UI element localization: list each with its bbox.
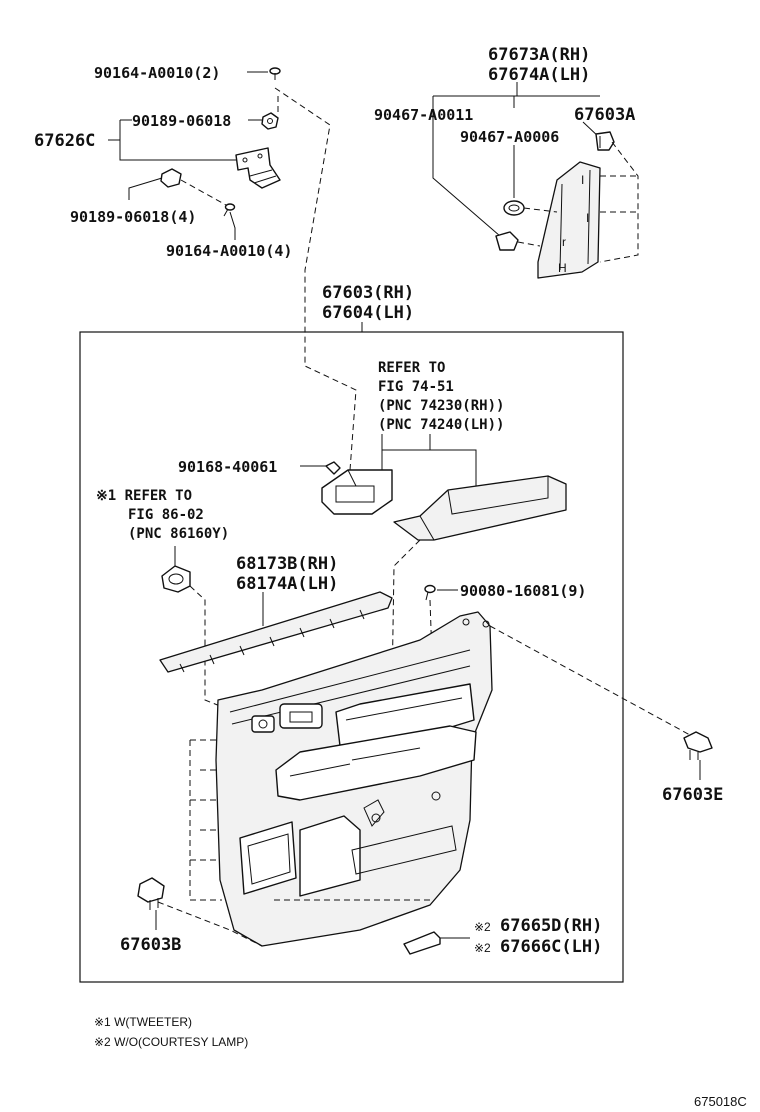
- footnote-1: ※1 W(TWEETER): [94, 1015, 192, 1029]
- clip-67603a-icon: [595, 131, 615, 151]
- corner-board-icon: I I r H: [537, 161, 601, 279]
- armrest-icon: [393, 475, 567, 541]
- clip-67603e-icon: [683, 731, 713, 760]
- label-clip-lower: 90189-06018(4): [70, 208, 196, 226]
- screw-40061-icon: [325, 461, 341, 475]
- svg-text:r: r: [562, 235, 566, 249]
- label-weatherstrip-rh: 68173B(RH): [236, 554, 338, 574]
- trim-board-box: [79, 331, 624, 983]
- label-lamp-cover-lh: 67666C(LH): [500, 937, 602, 957]
- bracket-group: [108, 67, 281, 240]
- switch-base-icon: [321, 469, 393, 515]
- footnote-2: ※2 W/O(COURTESY LAMP): [94, 1035, 248, 1049]
- label-screw-40061: 90168-40061: [178, 458, 277, 476]
- label-screw-16081: 90080-16081(9): [460, 582, 586, 600]
- diagram-code: 675018C: [694, 1094, 747, 1109]
- label-clip-upper: 90189-06018: [132, 112, 231, 130]
- label-clip-a0011: 90467-A0011: [374, 106, 473, 124]
- screw-top-icon: [269, 67, 281, 80]
- ref-tweeter-line1: ※1 REFER TO: [96, 488, 192, 504]
- label-clip-a0006: 90467-A0006: [460, 128, 559, 146]
- mark-lamp-rh: ※2: [474, 920, 491, 934]
- screw-16081-icon: [424, 584, 436, 601]
- door-trim-panel-icon: [215, 611, 493, 947]
- label-screw-top: 90164-A0010(2): [94, 64, 220, 82]
- screw-lower-icon: [223, 203, 236, 217]
- label-screw-lower: 90164-A0010(4): [166, 242, 292, 260]
- label-trim-board-rh: 67603(RH): [322, 283, 414, 303]
- label-clip-67603b: 67603B: [120, 935, 181, 955]
- ref-armrest-line4: (PNC 74240(LH)): [378, 417, 504, 433]
- ref-tweeter-line3: (PNC 86160Y): [128, 526, 229, 542]
- label-lamp-cover-rh: 67665D(RH): [500, 916, 602, 936]
- ref-armrest-line1: REFER TO: [378, 360, 445, 376]
- clip-67603b-icon: [137, 877, 165, 910]
- tweeter-icon: [161, 565, 191, 593]
- label-clip-67603e: 67603E: [662, 785, 723, 805]
- ref-armrest-line2: FIG 74-51: [378, 379, 454, 395]
- clip-lower-icon: [160, 168, 182, 188]
- weatherstrip-icon: [159, 591, 393, 673]
- label-board-corner-rh: 67673A(RH): [488, 45, 590, 65]
- label-bracket: 67626C: [34, 131, 95, 151]
- label-board-corner-lh: 67674A(LH): [488, 65, 590, 85]
- clip-a0011-icon: [495, 231, 519, 251]
- label-clip-67603a: 67603A: [574, 105, 635, 125]
- label-trim-board-lh: 67604(LH): [322, 303, 414, 323]
- lamp-cover-icon: [403, 931, 441, 955]
- clip-a0006-icon: [503, 200, 525, 216]
- mark-lamp-lh: ※2: [474, 941, 491, 955]
- ref-armrest-line3: (PNC 74230(RH)): [378, 398, 504, 414]
- ref-tweeter-line2: FIG 86-02: [128, 507, 204, 523]
- label-weatherstrip-lh: 68174A(LH): [236, 574, 338, 594]
- bracket-icon: [235, 147, 281, 189]
- corner-board-group: I I r H: [432, 82, 639, 279]
- svg-text:I: I: [581, 173, 584, 187]
- clip-upper-icon: [261, 112, 279, 130]
- svg-text:H: H: [558, 261, 567, 275]
- svg-text:I: I: [586, 211, 589, 225]
